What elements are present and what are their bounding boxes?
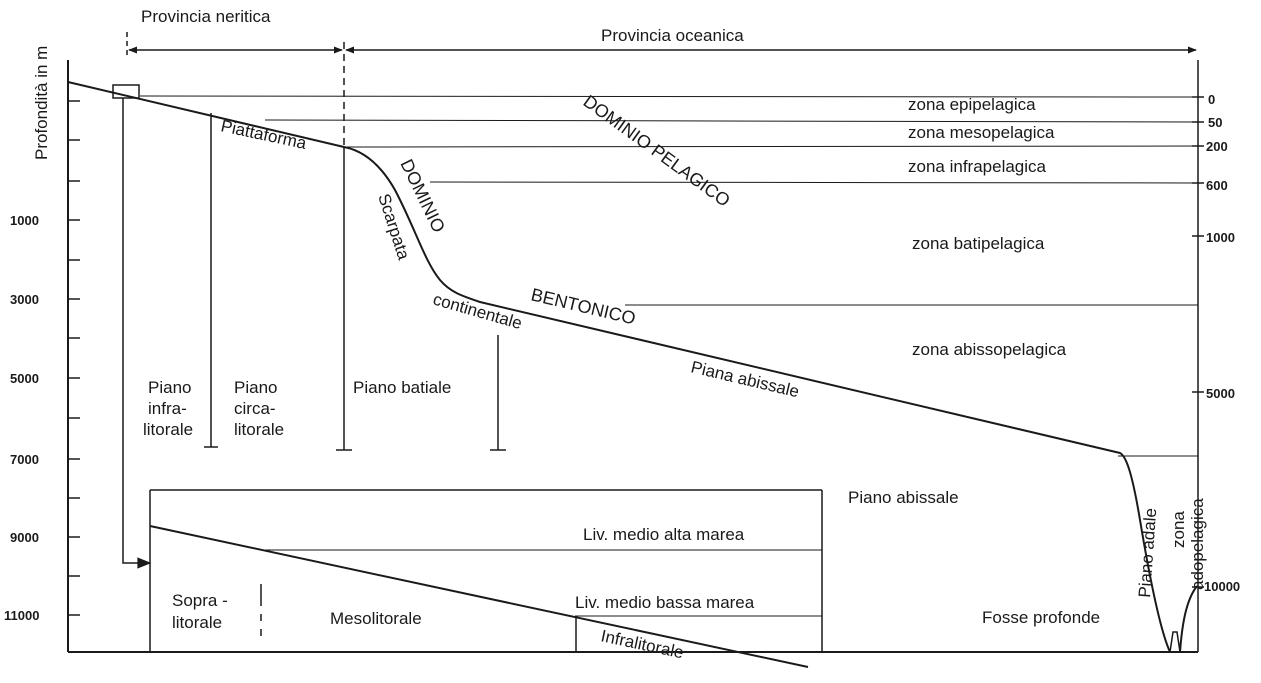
left-tick-labels: 1000 3000 5000 7000 9000 11000: [4, 213, 39, 623]
right-tick-5000: 5000: [1206, 386, 1235, 401]
littoral-inset: [149, 489, 823, 668]
left-tick-3000: 3000: [10, 292, 39, 307]
label-zona-abissopelagica: zona abissopelagica: [912, 340, 1067, 359]
axis-label-depth: Profondità in m: [32, 46, 51, 160]
label-infra: infra-: [148, 399, 187, 418]
label-dominio-pelagico: DOMINIO PELAGICO: [580, 91, 734, 211]
right-tick-0: 0: [1208, 92, 1215, 107]
label-bentonico: BENTONICO: [529, 284, 637, 328]
piani-dividers: [204, 113, 506, 451]
label-adopelagica: adopelagica: [1188, 498, 1207, 590]
label-circa: circa-: [234, 399, 276, 418]
seafloor-profile: [67, 81, 1171, 653]
province-arrows: [126, 32, 1197, 147]
label-piano-infra: Piano: [148, 378, 191, 397]
label-liv-alta-marea: Liv. medio alta marea: [583, 525, 745, 544]
left-tick-11000: 11000: [4, 608, 39, 623]
left-tick-1000: 1000: [10, 213, 39, 228]
right-tick-600: 600: [1206, 178, 1228, 193]
label-piano-adale: Piano adale: [1135, 507, 1160, 598]
trench-bottom: [1169, 631, 1181, 653]
label-zona-epipelagica: zona epipelagica: [908, 95, 1036, 114]
label-piano-batiale: Piano batiale: [353, 378, 451, 397]
label-scarpata: Scarpata: [374, 191, 413, 262]
label-infra-litorale: litorale: [143, 420, 193, 439]
right-tick-50: 50: [1208, 115, 1222, 130]
label-piattaforma: Piattaforma: [219, 116, 309, 153]
right-tick-200: 200: [1206, 139, 1228, 154]
label-piano-abissale: Piano abissale: [848, 488, 959, 507]
label-continentale: continentale: [431, 290, 524, 334]
title-provincia-neritica: Provincia neritica: [141, 7, 271, 26]
label-piano-circa: Piano: [234, 378, 277, 397]
label-fosse-profonde: Fosse profonde: [982, 608, 1100, 627]
shore-box: [112, 84, 140, 99]
zoom-arrow: [122, 98, 152, 569]
label-sopra: Sopra -: [172, 591, 228, 610]
left-axis: [67, 60, 1198, 653]
label-zona-mesopelagica: zona mesopelagica: [908, 123, 1055, 142]
left-tick-7000: 7000: [10, 452, 39, 467]
pelagic-boundaries: [139, 95, 1199, 457]
right-tick-10000: 10000: [1204, 579, 1240, 594]
label-dominio: DOMINIO: [396, 156, 449, 236]
label-zona-infrapelagica: zona infrapelagica: [908, 157, 1047, 176]
trench-wall: [1179, 585, 1198, 653]
label-zona: zona: [1169, 511, 1188, 548]
left-tick-5000: 5000: [10, 371, 39, 386]
label-liv-bassa-marea: Liv. medio bassa marea: [575, 593, 755, 612]
right-tick-labels: 0 50 200 600 1000 5000 10000: [1204, 92, 1240, 594]
label-mesolitorale: Mesolitorale: [330, 609, 422, 628]
title-provincia-oceanica: Provincia oceanica: [601, 26, 744, 45]
label-circa-litorale: litorale: [234, 420, 284, 439]
left-tick-9000: 9000: [10, 530, 39, 545]
label-zona-batipelagica: zona batipelagica: [912, 234, 1045, 253]
right-tick-1000: 1000: [1206, 230, 1235, 245]
label-sopra-litorale: litorale: [172, 613, 222, 632]
